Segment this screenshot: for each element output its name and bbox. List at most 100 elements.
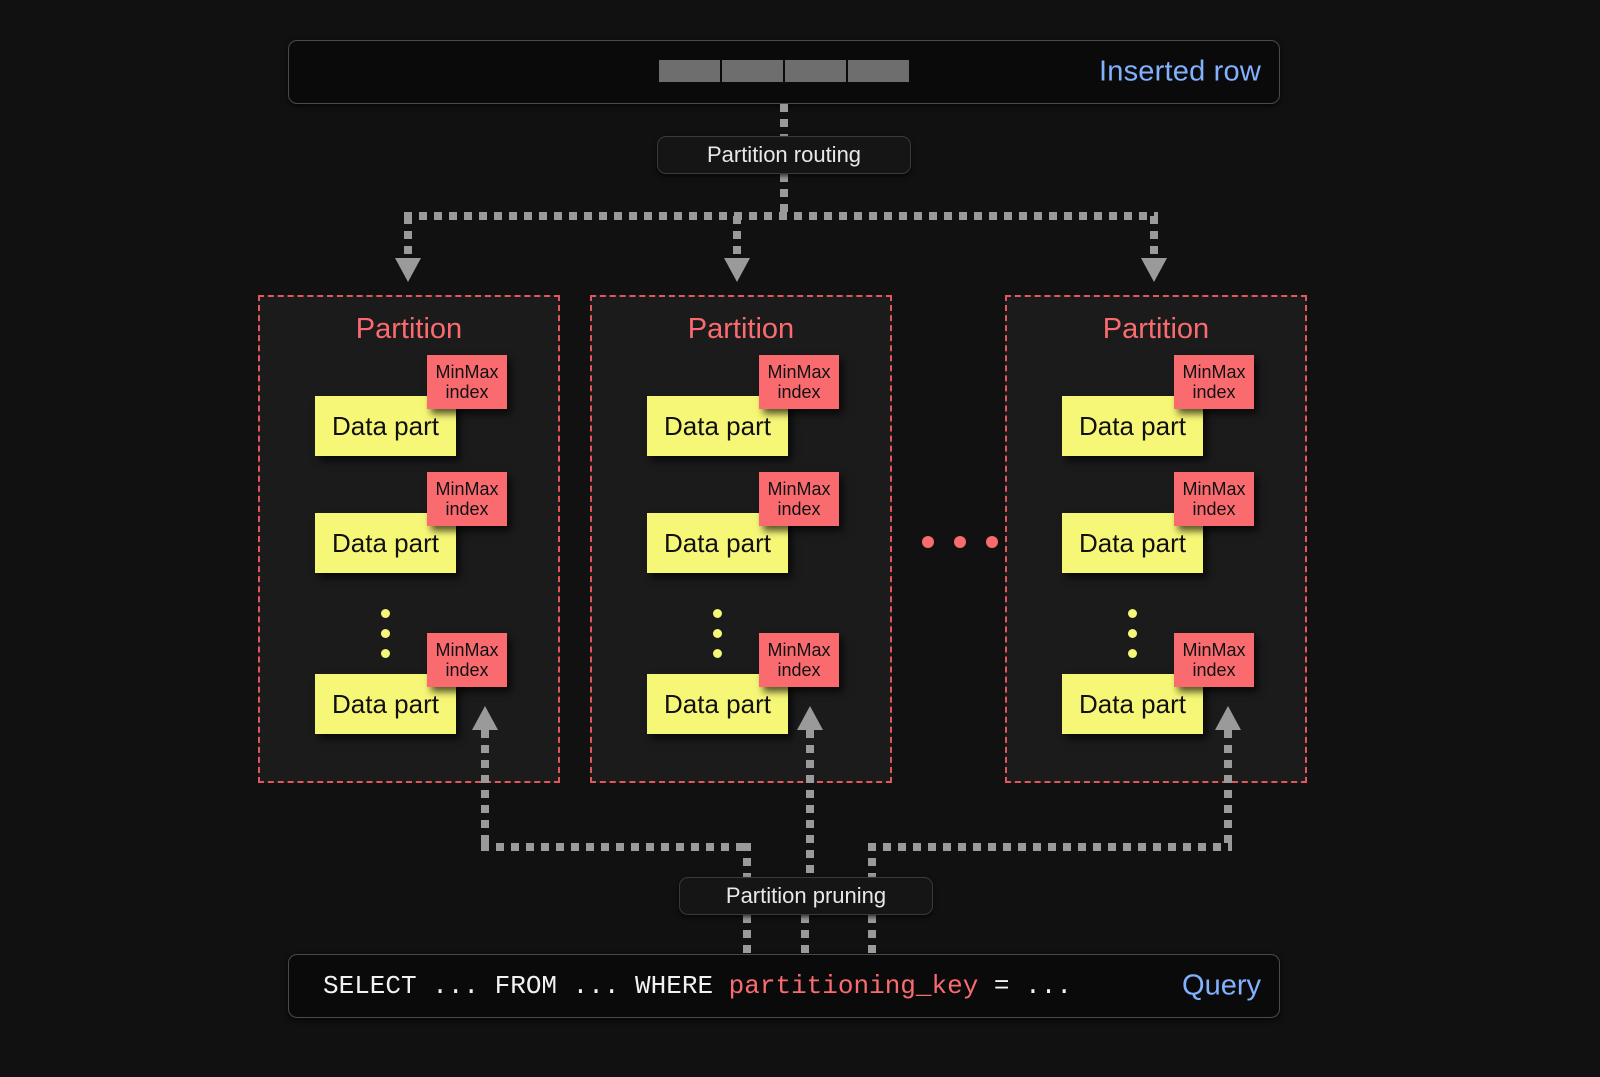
row-cell [785, 60, 846, 82]
arrow-into-partition-3 [1215, 706, 1241, 730]
connector-pruning-to-partition-3 [1224, 730, 1232, 848]
query-panel: SELECT ... FROM ... WHERE partitioning_k… [288, 954, 1280, 1018]
ellipsis-dot [1128, 649, 1137, 658]
data-part-label: Data part [1079, 688, 1186, 719]
connector-pruning-to-partition-2 [806, 730, 814, 877]
data-part-label: Data part [664, 527, 771, 558]
query-partitioning-key: partitioning_key [728, 971, 979, 1001]
ellipsis-dot [381, 609, 390, 618]
connector-bus-to-partition-3 [1150, 216, 1158, 262]
partition-routing-box[interactable]: Partition routing [657, 136, 911, 174]
query-prefix: SELECT ... FROM ... WHERE [323, 971, 729, 1001]
query-text: SELECT ... FROM ... WHERE partitioning_k… [323, 971, 1072, 1001]
inserted-row-cells [659, 60, 909, 82]
row-cell [848, 60, 909, 82]
connector-bus-to-partition-1 [404, 216, 412, 262]
connector-query-to-pruning-left [743, 915, 751, 954]
connector-query-to-pruning-mid [801, 915, 809, 954]
data-part-label: Data part [332, 527, 439, 558]
data-parts-ellipsis [381, 609, 391, 658]
query-suffix: = ... [978, 971, 1072, 1001]
partition-1-title: Partition [355, 313, 463, 345]
connector-routing-to-bus [780, 174, 788, 216]
data-part-label: Data part [1079, 410, 1186, 441]
connector-routing-bus [404, 212, 1158, 220]
partitions-ellipsis [922, 536, 998, 548]
query-label: Query [1182, 969, 1261, 1002]
connector-pruning-to-partition-1 [481, 730, 489, 848]
arrow-into-partition-2 [797, 706, 823, 730]
partition-pruning-label: Partition pruning [725, 883, 887, 908]
ellipsis-dot [1128, 609, 1137, 618]
ellipsis-dot [954, 536, 966, 548]
ellipsis-dot [713, 629, 722, 638]
connector-pruning-riser-right [868, 843, 876, 877]
data-part-label: Data part [332, 410, 439, 441]
ellipsis-dot [1128, 629, 1137, 638]
data-parts-ellipsis [713, 609, 723, 658]
partition-pruning-box[interactable]: Partition pruning [679, 877, 933, 915]
ellipsis-dot [986, 536, 998, 548]
ellipsis-dot [381, 629, 390, 638]
ellipsis-dot [713, 649, 722, 658]
arrow-to-partition-1 [395, 258, 421, 282]
partition-2-title: Partition [687, 313, 795, 345]
row-cell [659, 60, 720, 82]
connector-pruning-bus-right [868, 843, 1232, 851]
data-part-box[interactable]: Data part [315, 513, 456, 573]
connector-pruning-bus-left [481, 843, 743, 851]
arrow-to-partition-2 [724, 258, 750, 282]
data-part-label: Data part [664, 688, 771, 719]
inserted-row-label: Inserted row [1099, 55, 1261, 88]
data-part-box[interactable]: Data part [1062, 513, 1203, 573]
data-part-box[interactable]: Data part [315, 674, 456, 734]
connector-query-to-pruning-right [868, 915, 876, 954]
ellipsis-dot [381, 649, 390, 658]
ellipsis-dot [713, 609, 722, 618]
data-part-box[interactable]: Data part [1062, 674, 1203, 734]
data-parts-ellipsis [1128, 609, 1138, 658]
partition-routing-label: Partition routing [706, 142, 862, 167]
arrow-into-partition-1 [472, 706, 498, 730]
connector-pruning-riser-left [743, 843, 751, 877]
connector-row-to-routing [780, 104, 788, 136]
partition-3-title: Partition [1102, 313, 1210, 345]
row-cell [722, 60, 783, 82]
connector-bus-to-partition-2 [733, 216, 741, 262]
data-part-label: Data part [664, 410, 771, 441]
data-part-label: Data part [332, 688, 439, 719]
arrow-to-partition-3 [1141, 258, 1167, 282]
ellipsis-dot [922, 536, 934, 548]
data-part-label: Data part [1079, 527, 1186, 558]
